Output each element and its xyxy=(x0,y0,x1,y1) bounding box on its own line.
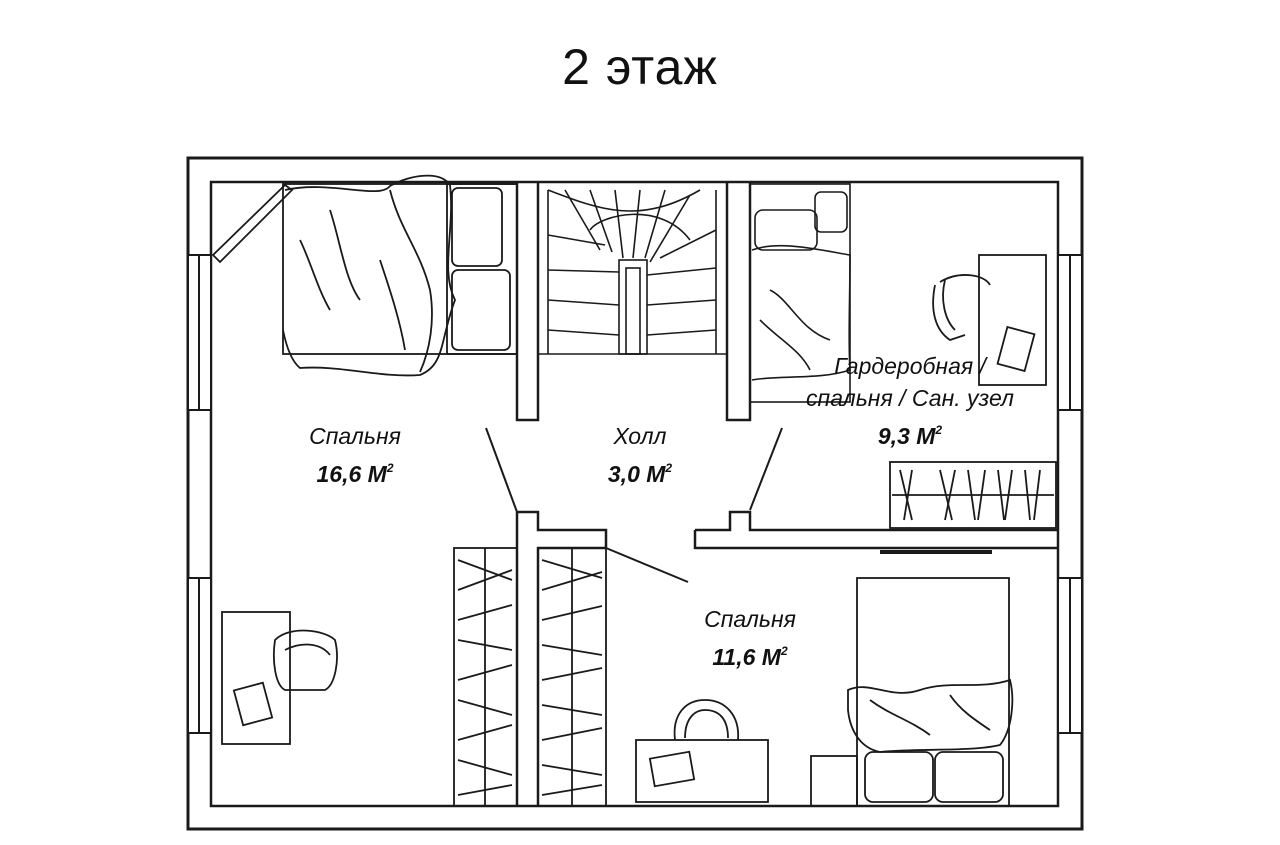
desk-dressing xyxy=(932,254,1047,386)
double-bed xyxy=(211,174,518,377)
staircase xyxy=(547,189,717,355)
room-area: 3,0 М2 xyxy=(607,461,673,487)
floor-title: 2 этаж xyxy=(562,39,718,95)
door-swings xyxy=(485,427,783,583)
room-name-line1: Гардеробная / xyxy=(834,353,986,379)
room-name-line2: спальня / Сан. узел xyxy=(806,385,1014,411)
wardrobe-dressing xyxy=(889,461,1057,529)
single-bed xyxy=(749,183,851,403)
desk-bedroom-1 xyxy=(221,611,338,745)
room-label-dressing: Гардеробная / спальня / Сан. узел 9,3 М2 xyxy=(760,350,1060,452)
desk-bedroom-2 xyxy=(635,699,769,803)
outer-walls xyxy=(186,156,1084,831)
room-name: Холл xyxy=(613,423,667,449)
bed-bedroom-2 xyxy=(810,550,1014,807)
room-label-bedroom-1: Спальня 16,6 М2 xyxy=(270,420,440,490)
room-area: 9,3 М2 xyxy=(877,423,943,449)
room-label-hall: Холл 3,0 М2 xyxy=(560,420,720,490)
windows xyxy=(187,254,1083,734)
room-area: 16,6 М2 xyxy=(316,461,394,487)
wardrobe-left xyxy=(453,547,518,807)
room-name: Спальня xyxy=(309,423,401,449)
room-label-bedroom-2: Спальня 11,6 М2 xyxy=(665,603,835,673)
room-area: 11,6 М2 xyxy=(712,644,788,670)
wardrobe-right xyxy=(537,547,607,807)
room-name: Спальня xyxy=(704,606,796,632)
